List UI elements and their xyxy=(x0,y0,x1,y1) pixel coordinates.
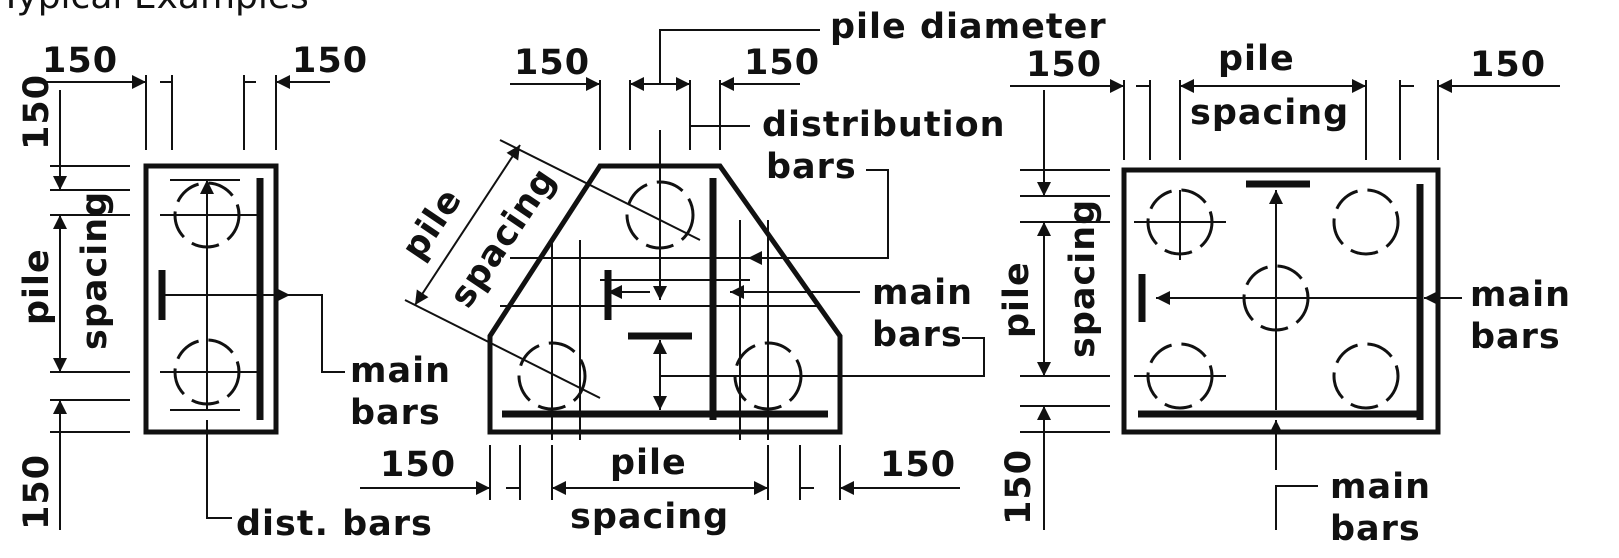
pile-label: pile xyxy=(394,181,470,267)
pile-label: pile xyxy=(1218,39,1295,79)
bars-label: bars xyxy=(872,315,963,355)
dim-150-label: 150 xyxy=(42,41,118,81)
header-title: Typical Examples xyxy=(0,0,309,17)
dist-bars-label: dist. bars xyxy=(236,504,433,544)
main-label: main xyxy=(1330,467,1431,507)
cap-outline xyxy=(487,163,843,435)
bars-label: bars xyxy=(1330,509,1421,549)
spacing-label: spacing xyxy=(570,497,729,537)
pile-circle xyxy=(1332,342,1400,410)
spacing-label: spacing xyxy=(442,161,564,315)
spacing-label: spacing xyxy=(1190,93,1349,133)
main-label: main xyxy=(350,351,451,391)
pile-label: pile xyxy=(17,248,57,325)
dim-150-label: 150 xyxy=(999,449,1039,525)
pile-label: pile xyxy=(610,443,687,483)
pile-label: pile xyxy=(997,261,1037,338)
dim-150-label: 150 xyxy=(17,74,57,150)
spacing-label: spacing xyxy=(1063,199,1103,358)
main-label: main xyxy=(1470,275,1571,315)
five-pile-cap: 150 pile spacing 150 pile spacing 150 ma… xyxy=(997,39,1571,549)
dim-150-label: 150 xyxy=(1026,45,1102,85)
dim-150-label: 150 xyxy=(292,41,368,81)
two-pile-cap: 150 150 150 pile spacing 150 main bars d… xyxy=(17,41,451,544)
three-pile-cap: 150 150 pile diameter distribution bars … xyxy=(360,7,1107,537)
spacing-label: spacing xyxy=(75,191,115,350)
pile-circle xyxy=(1332,188,1400,256)
bars-label: bars xyxy=(1470,317,1561,357)
cap-outline xyxy=(1121,167,1441,435)
dim-150-label: 150 xyxy=(1470,45,1546,85)
pile-diameter-label: pile diameter xyxy=(830,7,1107,47)
dim-150-label: 150 xyxy=(744,43,820,83)
bars-label: bars xyxy=(766,147,857,187)
dim-150-label: 150 xyxy=(514,43,590,83)
dim-150-label: 150 xyxy=(17,454,57,530)
dim-150-label: 150 xyxy=(880,445,956,485)
distribution-label: distribution xyxy=(762,105,1006,145)
bars-label: bars xyxy=(350,393,441,433)
dim-150-label: 150 xyxy=(380,445,456,485)
main-label: main xyxy=(872,273,973,313)
